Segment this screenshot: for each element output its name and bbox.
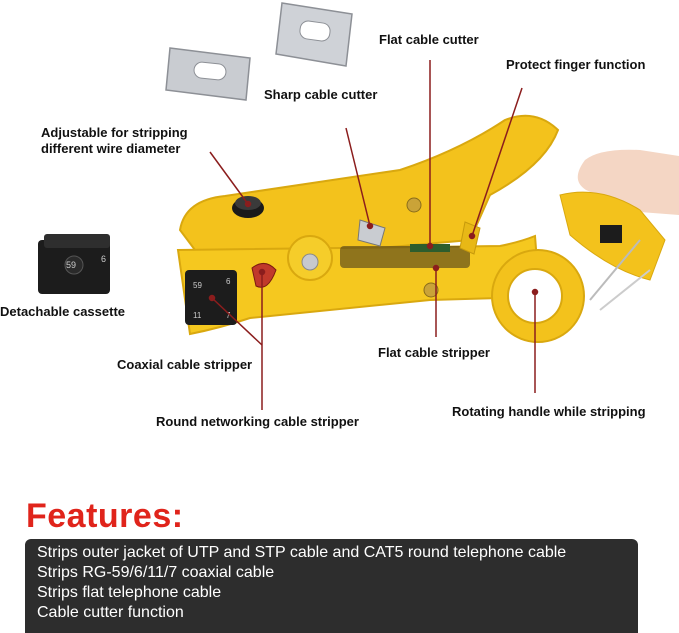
tool-mark-11: 11 [193,311,202,320]
feature-item: Strips flat telephone cable [37,584,222,601]
feature-item: Strips RG-59/6/11/7 coaxial cable [37,564,275,581]
feature-item: Cable cutter function [37,604,184,621]
label-sharp-cable-cutter: Sharp cable cutter [264,87,378,102]
label-adjustable-line1: Adjustable for stripping [41,125,188,140]
blade-flat-cutter [275,2,353,67]
detachable-cassette-image: 59 6 [38,234,110,294]
feature-item: Strips outer jacket of UTP and STP cable… [37,544,567,561]
features-list: Strips outer jacket of UTP and STP cable… [25,539,638,633]
tool-mark-59: 59 [193,281,202,290]
leader-lines [208,60,539,410]
tool-mark-6: 6 [226,277,231,286]
blade-sharp-cutter [165,47,251,101]
cable-stripper-tool: 59 6 11 7 [176,114,585,343]
label-flat-cable-cutter: Flat cable cutter [379,32,479,47]
label-adjustable-line2: different wire diameter [41,141,181,156]
tool-illustration: 59 6 59 6 11 7 [38,2,679,410]
label-coaxial-cable-stripper: Coaxial cable stripper [117,357,253,372]
label-detachable-cassette: Detachable cassette [0,304,126,319]
product-diagram: 59 6 59 6 11 7 [0,2,679,429]
label-protect-finger-function: Protect finger function [506,57,646,72]
label-round-networking-cable-stripper: Round networking cable stripper [156,414,359,429]
label-rotating-handle: Rotating handle while stripping [452,404,646,419]
tool-mark-7: 7 [226,311,231,320]
hand-using-tool-image [559,149,679,311]
features-title: Features: [26,497,184,535]
label-flat-cable-stripper: Flat cable stripper [378,345,490,360]
cassette-mark-6: 6 [101,254,106,264]
cassette-mark-59: 59 [66,260,76,270]
